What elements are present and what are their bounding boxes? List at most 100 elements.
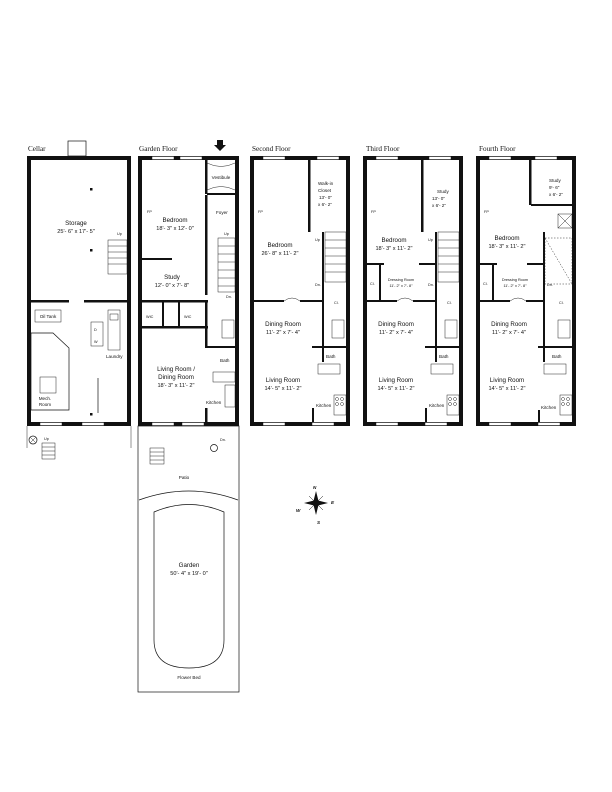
cellar-title: Cellar [28, 145, 46, 153]
cellar-storage-name: Storage [65, 220, 87, 227]
fourth-cl-left-label: Cl. [483, 282, 488, 286]
skylight [557, 213, 573, 229]
third-study-name: Study [437, 189, 449, 194]
second-closet-name1: Walk-in [318, 181, 334, 186]
svg-text:W: W [94, 340, 98, 344]
second-bath-label: Bath [326, 354, 336, 359]
garden-living-name1: Living Room / [157, 366, 195, 373]
fourth-bath-label: Bath [552, 354, 562, 359]
fourth-bedroom-dims: 18'- 3" x 11'- 2" [488, 244, 525, 250]
garden-vestibule-label: Vestibule [212, 175, 231, 180]
fourth-study-dims1: 9'- 6" [549, 185, 560, 190]
third-stair-up-label: Up [428, 238, 433, 242]
compass-rose-icon: N S E W [296, 485, 335, 525]
stair [107, 239, 128, 275]
third-dressing-dims: 11'- 2" x 7'- 8" [389, 284, 413, 288]
fourth-title: Fourth Floor [479, 145, 516, 153]
toilet [557, 319, 571, 339]
garden-flower-bed-label: Flower Bed [177, 675, 201, 680]
third-floor-plan: Third Floor Study 13'- 0" x 6'- 2" FP Be… [363, 145, 463, 426]
third-cl-left-label: Cl. [370, 282, 375, 286]
fourth-dressing-name: Dressing Room [502, 278, 528, 282]
second-cl-label: Cl. [334, 301, 339, 305]
svg-text:D: D [94, 328, 97, 332]
garden-wic1-label: WIC [146, 315, 154, 319]
third-study-dims1: 13'- 0" [432, 196, 445, 201]
fourth-stair-dn-label: Dn. [547, 283, 553, 287]
compass-e-label: E [331, 500, 335, 505]
second-closet-name2: Closet [318, 188, 332, 193]
fourth-dressing-dims: 11'- 2" x 7'- 8" [503, 284, 527, 288]
kitchen-counter [224, 384, 236, 408]
garden-bedroom-name: Bedroom [162, 217, 187, 224]
boiler [39, 376, 57, 394]
stair [437, 231, 460, 283]
fourth-study-name: Study [549, 178, 561, 183]
garden-patio-label: Patio [179, 475, 190, 480]
oil-tank [34, 309, 62, 323]
third-living-dims: 14'- 5" x 11'- 2" [377, 386, 414, 392]
second-fp-label: FP [258, 210, 263, 214]
second-dining-dims: 11'- 2" x 7'- 4" [266, 330, 300, 336]
cellar-laundry-label: Laundry [106, 354, 123, 359]
patio-edge [138, 490, 239, 501]
third-study-dims2: x 6'- 2" [432, 203, 446, 208]
third-cl-label: Cl. [447, 301, 452, 305]
garden-study-name: Study [164, 274, 181, 281]
garden-living-name2: Dining Room [158, 374, 194, 381]
second-stair-up-label: Up [315, 238, 320, 242]
toilet [444, 319, 458, 339]
third-living-name: Living Room [379, 377, 413, 384]
fourth-cl-label: Cl. [559, 301, 564, 305]
second-title: Second Floor [252, 145, 291, 153]
cellar-stair-up-label: Up [117, 232, 122, 236]
toilet [221, 319, 235, 339]
chimney [67, 140, 87, 157]
garden-bedroom-dims: 18'- 3" x 12'- 0" [156, 226, 194, 232]
second-dining-name: Dining Room [265, 321, 301, 328]
garden-garden-name: Garden [179, 562, 200, 569]
drain-icon [28, 435, 38, 445]
bathtub [212, 371, 236, 383]
compass-n-label: N [313, 485, 317, 490]
drain-icon [210, 444, 218, 452]
fourth-bedroom-name: Bedroom [494, 235, 519, 242]
garden-outside-dn-label: Dn. [220, 438, 226, 442]
second-bedroom-dims: 26'- 8" x 11'- 2" [261, 251, 298, 257]
third-bedroom-name: Bedroom [381, 237, 406, 244]
bathtub [317, 363, 341, 375]
third-kitchen-label: Kitchen [429, 403, 445, 408]
garden-living-dims: 18'- 3" x 11'- 2" [157, 383, 194, 389]
fourth-living-dims: 14'- 5" x 11'- 2" [488, 386, 525, 392]
fourth-dining-dims: 11'- 2" x 7'- 4" [492, 330, 526, 336]
garden-title: Garden Floor [139, 145, 178, 153]
third-dining-name: Dining Room [378, 321, 414, 328]
second-living-name: Living Room [266, 377, 300, 384]
stove [333, 394, 347, 416]
second-bedroom-name: Bedroom [267, 242, 292, 249]
third-dressing-name: Dressing Room [388, 278, 414, 282]
second-floor-plan: Second Floor Walk-in Closet 13'- 0" x 6'… [250, 145, 350, 426]
cellar-mech-line2: Room [39, 402, 51, 407]
fourth-study-dims2: x 6'- 2" [549, 192, 563, 197]
cellar-oil-tank-label: Oil Tank [40, 314, 57, 319]
fourth-living-name: Living Room [490, 377, 524, 384]
compass-w-label: W [296, 508, 301, 513]
third-bedroom-dims: 18'- 3" x 11'- 2" [375, 246, 412, 252]
window [81, 422, 105, 426]
stair [324, 231, 347, 283]
second-closet-dims2: x 6'- 2" [318, 202, 332, 207]
garden-foyer-label: Foyer [216, 210, 228, 215]
compass-s-label: S [317, 520, 321, 525]
bathtub [430, 363, 454, 375]
stove [559, 394, 573, 416]
third-bath-label: Bath [439, 354, 449, 359]
third-fp-label: FP [371, 210, 376, 214]
cellar-mech-line1: Mech. [39, 396, 52, 401]
garden-wic2-label: WIC [184, 315, 192, 319]
bathtub [543, 363, 567, 375]
garden-stair-dn-label: Dn. [226, 295, 232, 299]
fourth-dining-name: Dining Room [491, 321, 527, 328]
toilet [331, 319, 345, 339]
